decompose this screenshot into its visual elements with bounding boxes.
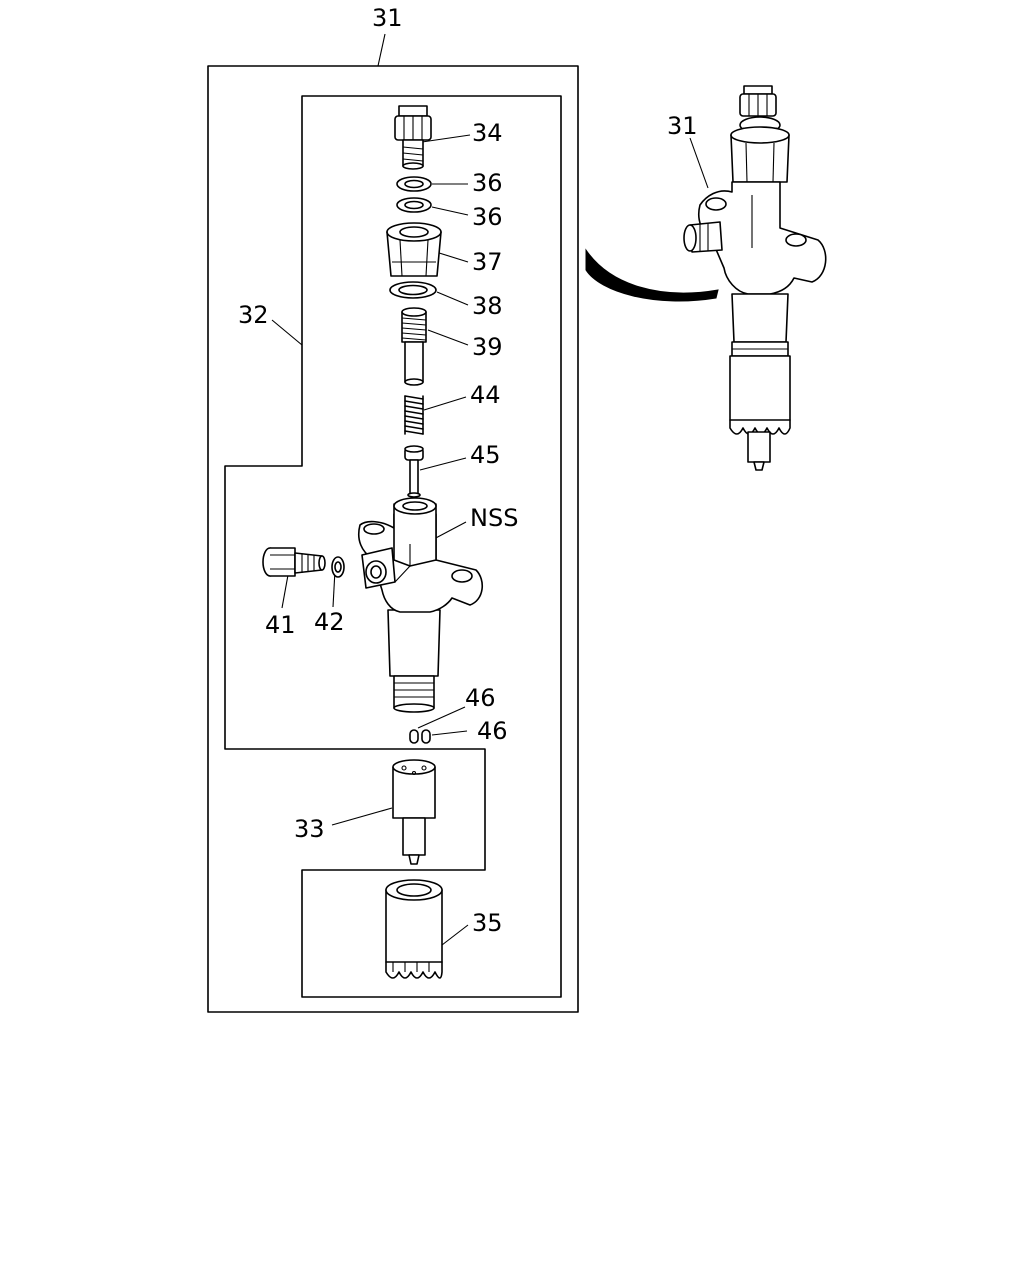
callout-34: 34 xyxy=(472,119,503,147)
callout-nss: NSS xyxy=(470,504,518,532)
callout-41: 41 xyxy=(265,611,296,639)
callout-36-a: 36 xyxy=(472,169,503,197)
callout-labels: 31 31 32 34 36 36 37 38 39 44 45 NSS 41 … xyxy=(238,4,698,937)
part-35-retaining-nut xyxy=(385,879,443,979)
callout-35: 35 xyxy=(472,909,503,937)
part-44-spring xyxy=(404,395,424,435)
callout-46-b: 46 xyxy=(477,717,508,745)
part-37-cap-nut xyxy=(386,222,442,277)
callout-33: 33 xyxy=(294,815,325,843)
callout-42: 42 xyxy=(314,608,345,636)
nss-holder-body xyxy=(357,497,483,713)
part-42-washer xyxy=(331,556,345,578)
part-39-adjusting-screw xyxy=(401,307,427,386)
part-33-nozzle xyxy=(392,759,436,865)
location-arrow xyxy=(585,248,719,302)
part-41-inlet-connector xyxy=(262,547,326,577)
callout-38: 38 xyxy=(472,292,503,320)
callout-37: 37 xyxy=(472,248,503,276)
callout-31-right: 31 xyxy=(667,112,698,140)
leader-lines xyxy=(271,33,709,946)
callout-45: 45 xyxy=(470,441,501,469)
part-36-washer-b xyxy=(396,197,432,213)
callout-46-a: 46 xyxy=(465,684,496,712)
part-34-bolt xyxy=(394,105,432,170)
callout-32: 32 xyxy=(238,301,269,329)
callout-44: 44 xyxy=(470,381,501,409)
callout-31-top: 31 xyxy=(372,4,403,32)
assembled-injector-31 xyxy=(683,85,827,471)
part-46-pins xyxy=(409,729,431,744)
part-36-washer-a xyxy=(396,176,432,192)
assembly-31-frame xyxy=(207,65,579,1013)
part-45-spindle xyxy=(404,445,424,498)
group-32-frame xyxy=(224,95,562,998)
callout-39: 39 xyxy=(472,333,503,361)
callout-36-b: 36 xyxy=(472,203,503,231)
part-38-gasket xyxy=(389,281,437,299)
